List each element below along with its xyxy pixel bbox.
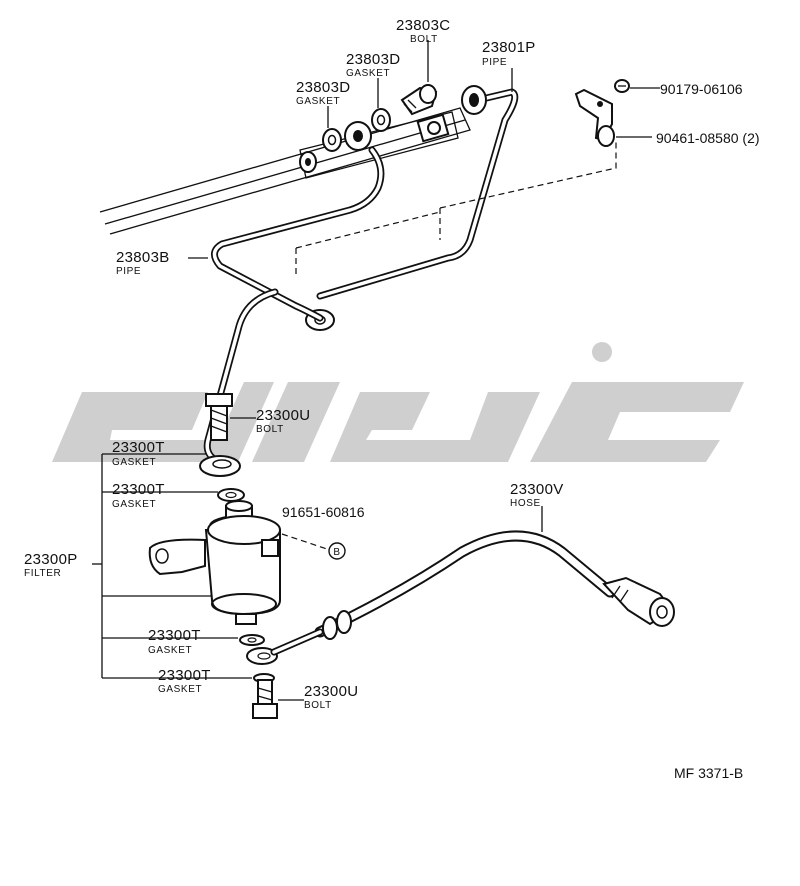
callout-pipe-23801p: 23801P PIPE: [482, 39, 536, 68]
callout-gasket-23300t-4: 23300T GASKET: [158, 667, 211, 695]
marker-letter: B: [333, 547, 340, 558]
part-number: 91651-60816: [282, 504, 365, 520]
callout-pipe-23803b: 23803B PIPE: [116, 249, 170, 277]
part-number: 23300U: [304, 683, 358, 700]
part-number: 23300V: [510, 481, 564, 498]
dashed-refs-upper: [295, 140, 617, 278]
part-name: GASKET: [112, 499, 156, 510]
dashed-ref-b: [281, 533, 331, 551]
leader-lines: [188, 40, 660, 701]
part-name: GASKET: [112, 457, 156, 468]
part-number: 23300T: [112, 439, 165, 456]
part-name: GASKET: [296, 96, 340, 107]
part-name: HOSE: [510, 498, 541, 509]
part-number: 23801P: [482, 39, 536, 56]
fuel-filter: [148, 500, 281, 719]
part-number: 23300T: [112, 481, 165, 498]
part-name: GASKET: [346, 68, 390, 79]
part-number: 23803B: [116, 249, 170, 266]
callout-filter-23300p: 23300P FILTER: [24, 551, 78, 579]
circle-marker-b: B: [328, 542, 346, 560]
part-name: BOLT: [304, 700, 332, 711]
callout-clip-90179: 90179-06106: [660, 81, 743, 97]
part-name: GASKET: [148, 645, 192, 656]
part-number: 90461-08580 (2): [656, 130, 760, 146]
callout-bolt-23300u-top: 23300U BOLT: [256, 407, 310, 435]
rail-fittings: [299, 84, 438, 173]
part-number: 23803D: [346, 51, 400, 68]
callout-bolt-91651: 91651-60816: [282, 504, 365, 520]
part-number: 23300T: [148, 627, 201, 644]
callout-hose-23300v: 23300V HOSE: [510, 481, 564, 509]
hose-23300v-shape: [270, 530, 675, 656]
part-number: 23803C: [396, 17, 450, 34]
part-name: FILTER: [24, 568, 61, 579]
fuel-rail: [99, 107, 471, 235]
part-number: 23300P: [24, 551, 78, 568]
figure-code: MF 3371-B: [674, 765, 743, 781]
part-name: PIPE: [116, 266, 141, 277]
filter-assembly-bracket: [92, 453, 252, 679]
part-number: 23300T: [158, 667, 211, 684]
callout-bolt-23803c: 23803C BOLT: [396, 17, 450, 45]
part-name: BOLT: [256, 424, 284, 435]
callout-gasket-23300t-2: 23300T GASKET: [112, 481, 165, 510]
part-number: 23300U: [256, 407, 310, 424]
part-number: 90179-06106: [660, 81, 743, 97]
callout-clamp-90461: 90461-08580 (2): [656, 130, 760, 146]
part-name: BOLT: [410, 34, 438, 45]
top-banjo-fitting: [199, 393, 245, 502]
callout-gasket-23300t-1: 23300T GASKET: [112, 439, 165, 468]
clamp-90461-shape: [574, 79, 630, 147]
part-number: 23803D: [296, 79, 350, 96]
callout-gasket-23803d-a: 23803D GASKET: [346, 51, 400, 79]
part-name: GASKET: [158, 684, 202, 695]
callout-bolt-23300u-bottom: 23300U BOLT: [304, 683, 358, 711]
watermark-logo: [52, 342, 744, 462]
part-name: PIPE: [482, 57, 507, 68]
callout-gasket-23803d-b: 23803D GASKET: [296, 79, 350, 107]
callout-gasket-23300t-3: 23300T GASKET: [148, 627, 201, 656]
